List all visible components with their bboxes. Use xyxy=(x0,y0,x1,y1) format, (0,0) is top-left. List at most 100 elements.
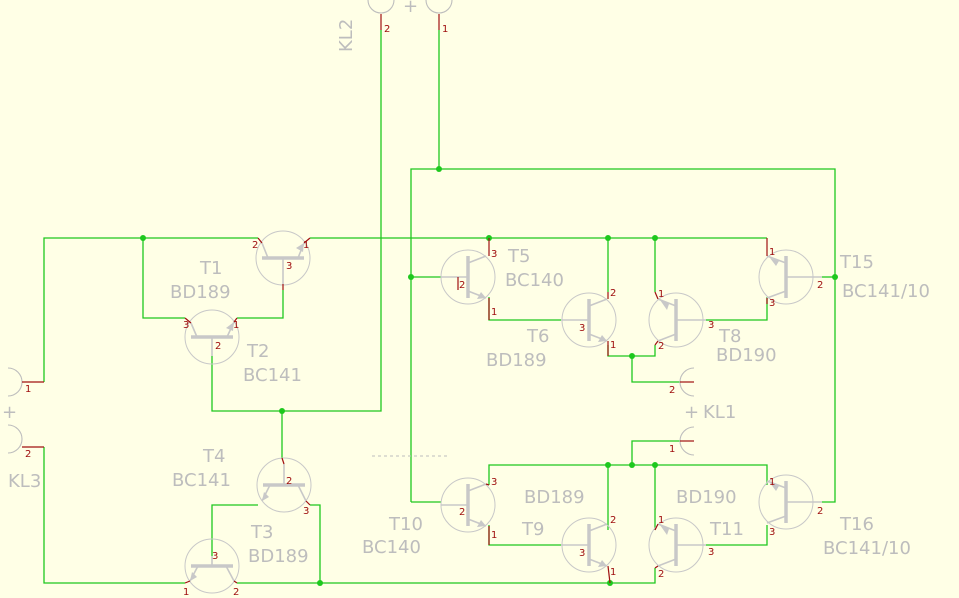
junction-dot xyxy=(605,235,611,241)
t4-pin-3-number: 3 xyxy=(303,506,309,517)
kl2-ref-label: KL2 xyxy=(336,19,357,52)
junctions xyxy=(140,166,838,586)
net-top-rail xyxy=(43,237,258,382)
kl3-pin-2-socket xyxy=(7,424,23,454)
kl3-pin-1-number: 1 xyxy=(25,384,31,395)
transistor-t5[interactable]: 3 1 2 T5 BC140 xyxy=(440,238,564,320)
t5-pin-3-number: 3 xyxy=(491,249,497,260)
t1-emitter-arrow xyxy=(296,243,304,252)
net-kl1-1 xyxy=(631,440,680,465)
t11-value-label: BD190 xyxy=(676,487,737,508)
transistor-t4[interactable]: 2 3 T4 BC141 xyxy=(172,446,312,517)
t15-emitter-arrow xyxy=(770,258,779,266)
t15-pin-2-number: 2 xyxy=(817,280,823,291)
net-bottom-rail xyxy=(43,447,185,584)
t16-pin-3-number: 3 xyxy=(769,527,775,538)
t11-leg-2 xyxy=(657,558,677,567)
t1-value-label: BD189 xyxy=(170,282,231,303)
t15-leg-1 xyxy=(766,255,787,264)
t3-value-label: BD189 xyxy=(248,546,309,567)
t2-ref-label: T2 xyxy=(246,341,269,362)
kl1-pin-2-number: 2 xyxy=(669,385,675,396)
t2-pin-3-number: 3 xyxy=(183,320,189,331)
kl1-plus-label: + xyxy=(684,402,699,423)
t16-emitter-arrow xyxy=(770,483,779,491)
transistor-t10[interactable]: 3 1 2 T10 BC140 xyxy=(362,477,497,558)
net-mid-rail xyxy=(488,464,768,485)
t15-pin-1-number: 1 xyxy=(769,247,775,258)
transistor-t3[interactable]: 1 2 3 T3 BD189 xyxy=(183,522,309,598)
t1-pin-2-lead xyxy=(257,237,263,244)
net-t11-collector xyxy=(610,568,656,584)
t16-pin-1-number: 1 xyxy=(769,477,775,488)
transistor-t16[interactable]: 1 3 2 T16 BC141/10 xyxy=(758,474,911,559)
t16-leg-3 xyxy=(766,515,787,524)
connector-kl3[interactable]: 1 2 + KL3 xyxy=(2,367,44,492)
t5-leg-3 xyxy=(467,255,487,264)
t11-pin-3-number: 3 xyxy=(708,547,714,558)
net-t1-base xyxy=(237,290,284,319)
junction-dot xyxy=(629,353,635,359)
t2-body xyxy=(184,309,240,365)
t4-pin-3-lead xyxy=(305,500,311,506)
transistor-t1[interactable]: 2 1 3 T1 BD189 xyxy=(170,230,311,303)
t3-pin-1-number: 1 xyxy=(183,587,189,598)
t8-pin-2-number: 2 xyxy=(658,341,664,352)
t11-ref-label: T11 xyxy=(709,519,744,540)
t10-pin-1-number: 1 xyxy=(491,530,497,541)
kl2-pin-2-number: 2 xyxy=(384,24,390,35)
t1-leg-2 xyxy=(261,242,269,259)
t4-value-label: BC141 xyxy=(172,470,231,491)
t3-ref-label: T3 xyxy=(250,522,273,543)
t16-leg-1 xyxy=(766,480,787,489)
t8-ref-label: T8 xyxy=(718,326,741,347)
t2-pin-2-number: 2 xyxy=(215,341,221,352)
net-supply-loop xyxy=(410,168,836,503)
connector-kl1[interactable]: 2 1 + KL1 xyxy=(669,367,736,456)
t11-emitter-arrow xyxy=(660,525,669,535)
transistor-t6[interactable]: 2 1 3 T6 BD189 xyxy=(486,288,617,371)
t10-leg-3 xyxy=(467,483,487,492)
junction-dot xyxy=(436,166,442,172)
t11-leg-1 xyxy=(657,523,677,532)
t4-ref-label: T4 xyxy=(202,446,225,467)
kl2-pin-1-socket xyxy=(425,0,453,14)
net-t4-out xyxy=(310,504,321,583)
kl3-pin-1-socket xyxy=(7,367,23,397)
t9-value-label: BD189 xyxy=(524,487,585,508)
t9-ref-label: T9 xyxy=(521,519,544,540)
t9-emitter-arrow xyxy=(598,560,607,567)
t2-pin-1-number: 1 xyxy=(233,320,239,331)
net-t1-t2-drive xyxy=(142,238,185,319)
t2-emitter-arrow xyxy=(226,322,234,331)
t5-pin-1-number: 1 xyxy=(491,307,497,318)
t9-pin-1-number: 1 xyxy=(610,567,616,578)
t6-value-label: BD189 xyxy=(486,350,547,371)
transistor-t2[interactable]: 3 1 2 T2 BC141 xyxy=(183,309,302,386)
t10-pin-3-number: 3 xyxy=(491,477,497,488)
t4-pin-2-lead xyxy=(281,457,285,465)
t8-leg-2 xyxy=(657,333,677,342)
t1-pin-3-number: 3 xyxy=(286,261,292,272)
transistor-t9[interactable]: 2 1 3 T9 BD189 xyxy=(521,487,617,584)
t2-pin-1-lead xyxy=(233,317,238,323)
transistor-t11[interactable]: 1 2 3 T11 BD190 xyxy=(648,487,744,580)
t6-leg-2 xyxy=(588,298,608,307)
transistor-t15[interactable]: 1 3 2 T15 BC141/10 xyxy=(758,238,930,309)
net-t8-base xyxy=(706,297,768,321)
net-t5-emitter xyxy=(488,297,561,321)
t2-value-label: BC141 xyxy=(243,365,302,386)
t3-body xyxy=(184,538,240,594)
t8-pin-2-lead xyxy=(654,340,659,346)
t6-ref-label: T6 xyxy=(526,326,549,347)
t15-ref-label: T15 xyxy=(839,252,874,273)
kl2-pin-2-socket xyxy=(367,0,395,14)
net-t6-emitter xyxy=(607,345,680,383)
connector-kl2[interactable]: 2 1 + KL2 xyxy=(336,0,453,52)
t3-pin-3-number: 3 xyxy=(212,551,218,562)
transistor-t8[interactable]: 1 2 3 T8 BD190 xyxy=(648,289,777,366)
t2-pin-3-lead xyxy=(184,317,192,324)
kl2-plus-label: + xyxy=(403,0,418,17)
t3-pin-1-lead xyxy=(184,580,191,584)
